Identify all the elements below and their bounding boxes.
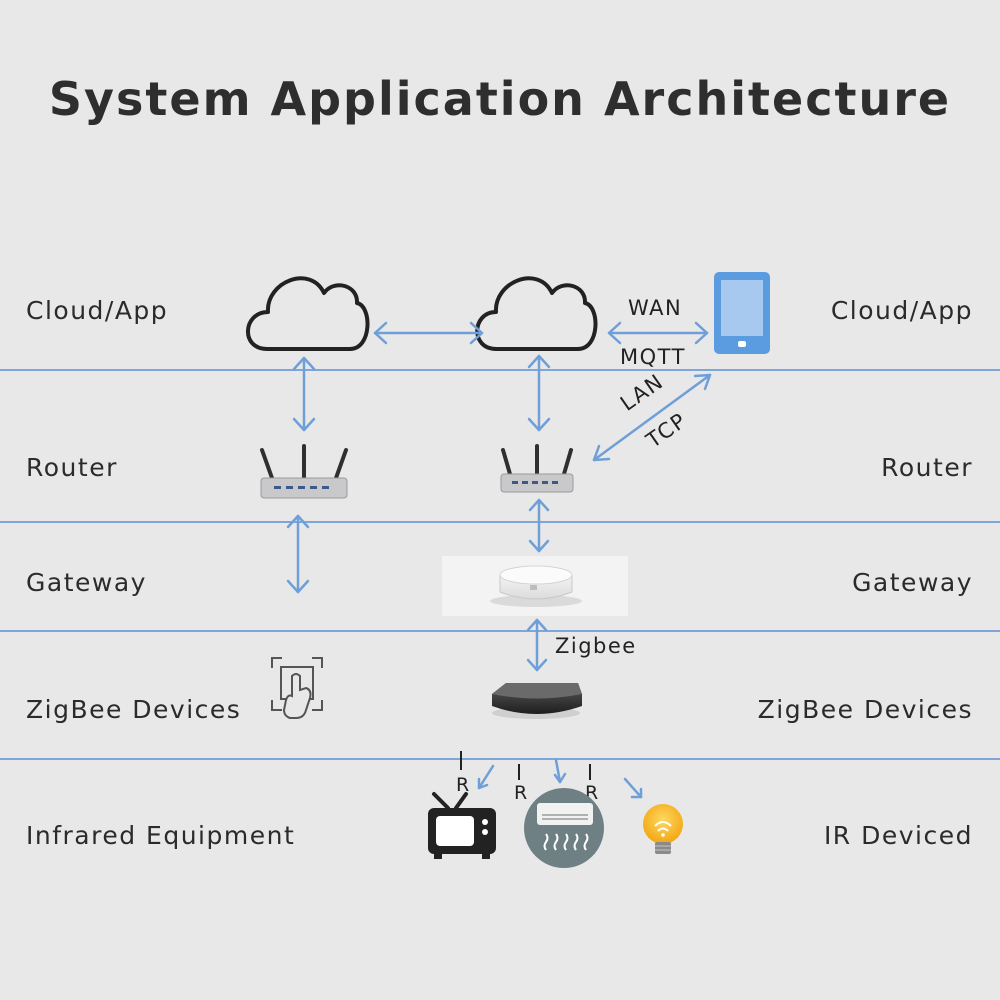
ir-mark: R (514, 782, 529, 804)
ir-mark: R (456, 774, 471, 796)
ir-signal-arrow (623, 777, 643, 799)
row-divider (0, 758, 1000, 760)
row-label-router-left: Router (26, 453, 118, 482)
row-label-zigbee-right: ZigBee Devices (757, 695, 973, 724)
row-label-ir-left: Infrared Equipment (26, 821, 296, 850)
ir-blaster-icon (492, 683, 582, 719)
ir-signal-arrow (553, 758, 567, 784)
row-label-gateway-right: Gateway (852, 568, 973, 597)
zigbee-arrow (526, 618, 548, 672)
router-icon (500, 444, 574, 493)
tablet-icon (714, 272, 770, 354)
row-divider (0, 369, 1000, 371)
wan-mqtt-arrow (607, 321, 709, 345)
row-label-zigbee-left: ZigBee Devices (26, 695, 242, 724)
cloud-router-arrow (527, 354, 551, 432)
touch-switch-icon (271, 657, 323, 719)
row-label-cloud-right: Cloud/App (830, 296, 973, 325)
ir-signal-arrow (477, 764, 495, 790)
lan-tcp-arrow (592, 373, 712, 462)
router-gateway-arrow (286, 514, 310, 594)
air-conditioner-icon (524, 788, 604, 868)
row-label-cloud-left: Cloud/App (26, 296, 169, 325)
protocol-label-mqtt: MQTT (620, 345, 686, 369)
protocol-label-zigbee: Zigbee (555, 634, 637, 658)
row-divider (0, 630, 1000, 632)
page-title: System Application Architecture (48, 72, 952, 126)
router-gateway-arrow (528, 498, 550, 553)
cloud-icon (246, 276, 370, 351)
cloud-icon (475, 276, 598, 351)
gateway-icon (442, 556, 628, 616)
tv-icon (428, 792, 496, 859)
protocol-label-wan: WAN (628, 296, 683, 320)
router-icon (260, 444, 348, 499)
cloud-to-cloud-arrow (373, 321, 484, 345)
light-bulb-icon (643, 804, 683, 854)
row-label-gateway-left: Gateway (26, 568, 147, 597)
row-label-router-right: Router (881, 453, 973, 482)
cloud-router-arrow (292, 356, 316, 432)
row-divider (0, 521, 1000, 523)
row-label-ir-right: IR Deviced (823, 821, 973, 850)
